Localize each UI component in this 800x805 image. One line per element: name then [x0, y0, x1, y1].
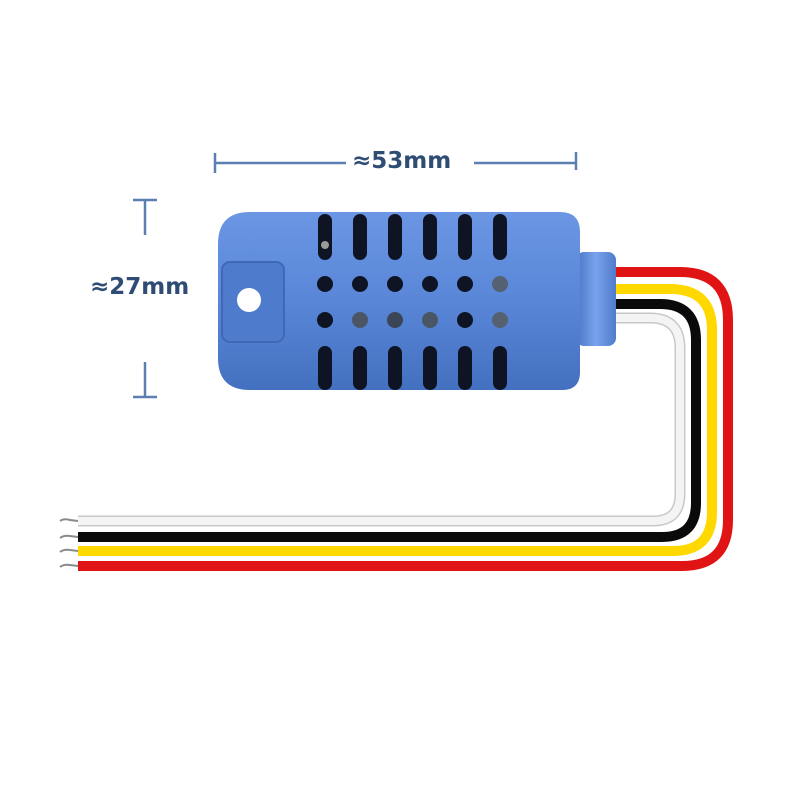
wire-red	[78, 267, 733, 571]
width-dimension-line	[213, 152, 578, 173]
wire-white	[78, 314, 684, 525]
wire-black	[78, 299, 701, 542]
top-vent-slots	[318, 214, 507, 260]
height-dimension-markers	[133, 198, 157, 399]
bottom-vent-slots	[318, 346, 507, 390]
height-dimension-label: ≈27mm	[90, 274, 190, 300]
wire-bundle	[78, 267, 733, 571]
vent-holes-row-2	[317, 312, 508, 328]
vent-holes-row-1	[317, 276, 508, 292]
stripped-wire-tips	[59, 518, 79, 568]
mounting-hole	[237, 288, 261, 312]
sensor-body	[218, 212, 580, 390]
width-dimension-label: ≈53mm	[352, 148, 452, 174]
wire-yellow	[78, 284, 717, 556]
sensor-neck	[576, 252, 616, 346]
